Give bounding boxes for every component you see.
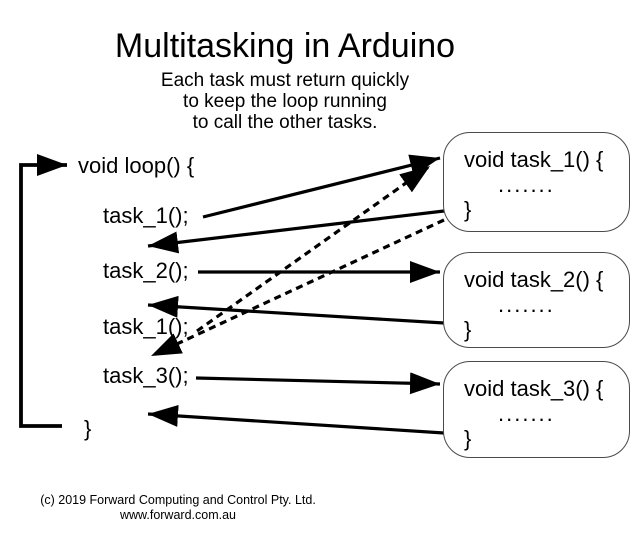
task1-box-close-brace: } — [464, 197, 472, 222]
return-arrow-task3-icon — [147, 404, 445, 435]
loop-call-task1-first: task_1(); — [103, 203, 189, 228]
loop-call-task3: task_3(); — [103, 363, 189, 388]
diagram-title: Multitasking in Arduino — [114, 27, 456, 65]
subtitle-line-1: Each task must return quickly — [160, 70, 410, 91]
website-text: www.forward.com.au — [119, 508, 236, 522]
loop-call-task2: task_2(); — [103, 258, 189, 283]
subtitle-line-2: to keep the loop running — [183, 91, 387, 112]
task2-function-box: void task_2() { ....... } — [443, 252, 630, 348]
task1-function-box: void task_1() { ....... } — [443, 132, 630, 232]
copyright-text: (c) 2019 Forward Computing and Control P… — [40, 493, 316, 507]
loop-call-task1-second: task_1(); — [103, 314, 189, 339]
task3-box-header: void task_3() { — [464, 376, 604, 401]
subtitle-line-3: to call the other tasks. — [192, 112, 378, 133]
footer-credits: (c) 2019 Forward Computing and Control P… — [0, 493, 356, 523]
return-arrow-task1-icon — [147, 209, 445, 254]
task2-box-body: ....... — [498, 292, 555, 317]
task2-box-header: void task_2() { — [464, 267, 604, 292]
loop-header-code: void loop() { — [78, 153, 195, 178]
loop-close-brace: } — [84, 416, 92, 441]
task2-box-close-brace: } — [464, 317, 472, 342]
diagram-subtitle: Each task must return quickly to keep th… — [0, 70, 570, 133]
loop-back-arrow — [19, 154, 67, 428]
task1-box-body: ....... — [498, 172, 555, 197]
call-arrow-task1-icon — [202, 154, 441, 219]
return-arrow-task1-second-dashed-icon — [150, 218, 445, 358]
call-arrow-task3-icon — [195, 372, 441, 395]
task3-box-body: ....... — [498, 401, 555, 426]
task3-box-close-brace: } — [464, 426, 472, 451]
return-arrow-task2-icon — [147, 295, 445, 325]
task1-box-header: void task_1() { — [464, 147, 604, 172]
task3-function-box: void task_3() { ....... } — [443, 361, 630, 458]
